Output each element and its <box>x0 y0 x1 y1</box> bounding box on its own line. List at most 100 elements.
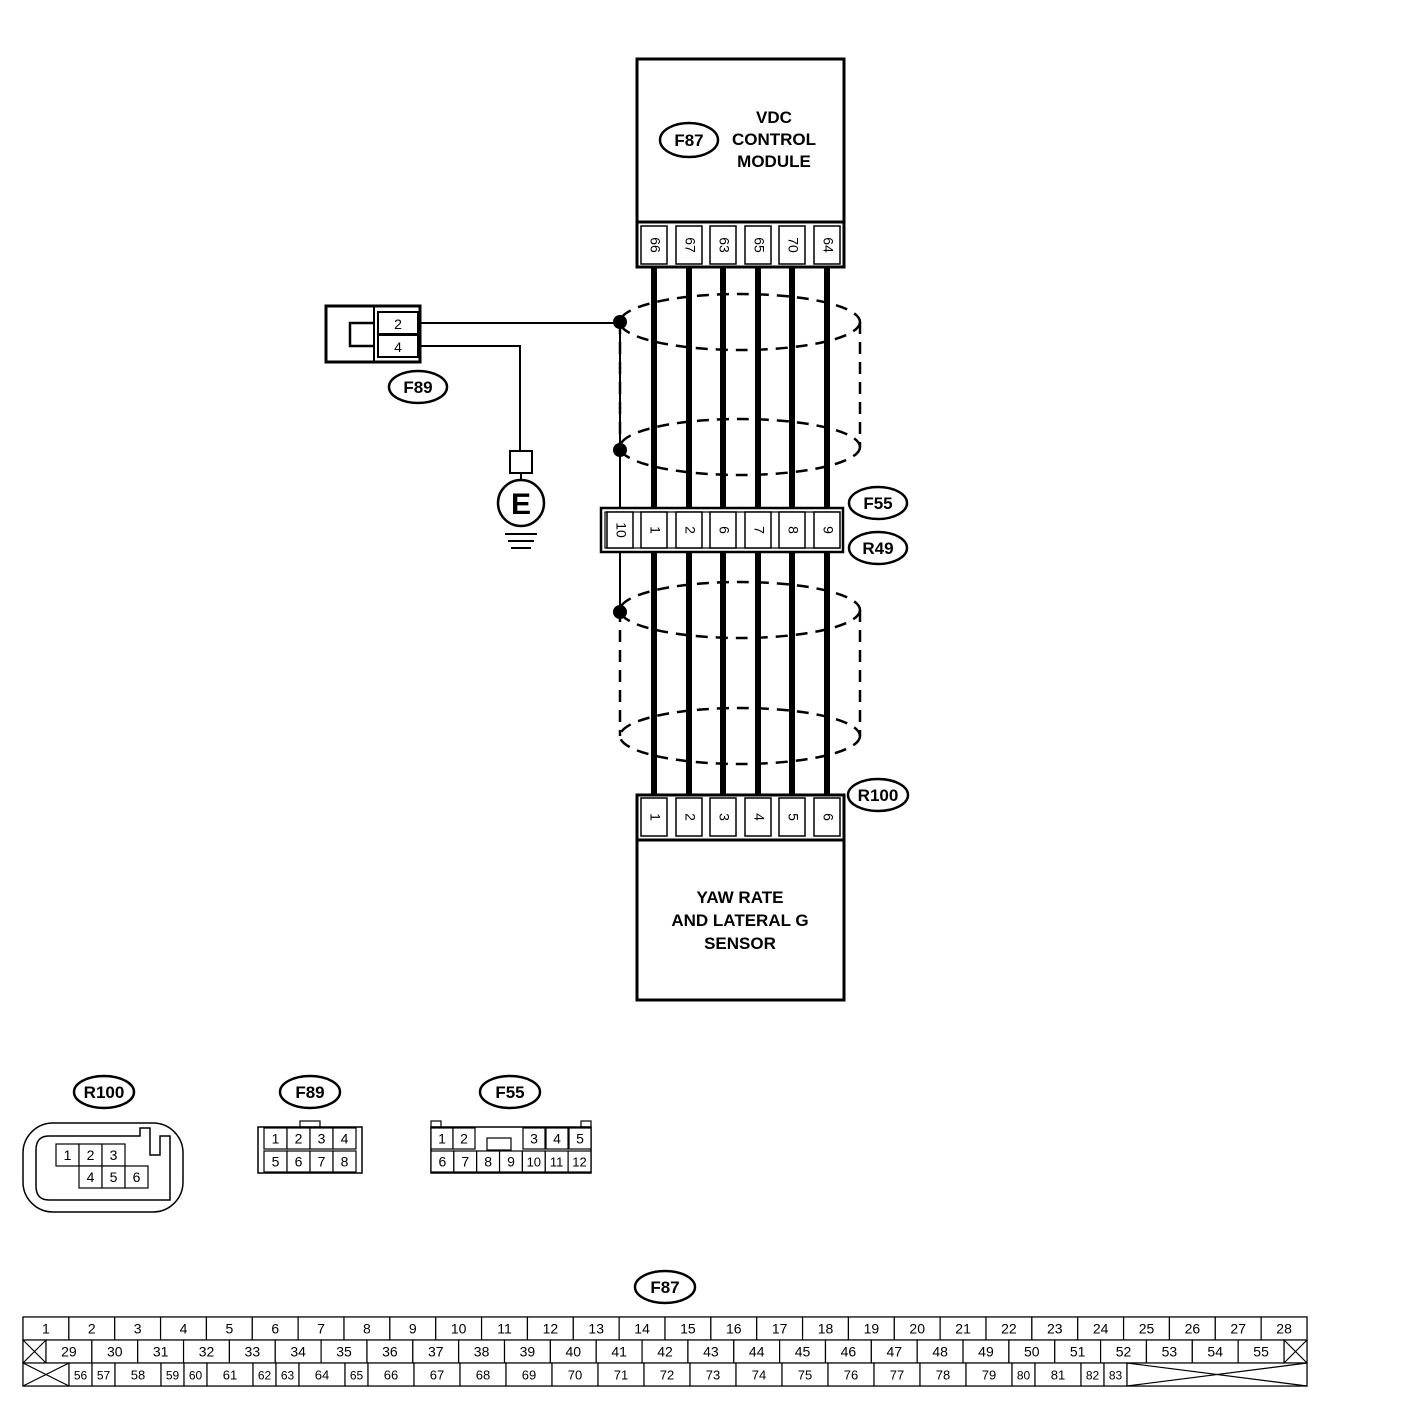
vdc-pin-box <box>675 225 703 265</box>
f87-pin: 82 <box>1086 1369 1100 1383</box>
f87-pin: 75 <box>798 1368 812 1383</box>
f87-blank-cell <box>22 1339 47 1364</box>
f55-pin: 3 <box>530 1131 538 1147</box>
yaw-pin: 1 <box>647 813 663 821</box>
vdc-pin-box <box>744 225 772 265</box>
f87-pin: 79 <box>982 1368 996 1383</box>
joint-connector-lower-id: R49 <box>862 539 893 558</box>
yaw-pin-box <box>744 797 772 837</box>
f87-pin: 21 <box>955 1321 971 1337</box>
yaw-pin-box <box>640 797 668 837</box>
joint-pin-box <box>778 511 806 549</box>
f89-pin: 6 <box>295 1154 303 1170</box>
f87-pin: 4 <box>180 1321 188 1337</box>
f55-pin: 2 <box>460 1131 468 1147</box>
joint-pin-box <box>709 511 737 549</box>
f87-pin: 38 <box>474 1344 490 1360</box>
f87-pin: 37 <box>428 1344 444 1360</box>
f87-pin: 3 <box>134 1321 142 1337</box>
f87-pin: 26 <box>1185 1321 1201 1337</box>
f87-pin: 63 <box>281 1369 295 1383</box>
f87-pin: 40 <box>566 1344 582 1360</box>
vdc-label-line-2: CONTROL <box>732 130 816 149</box>
f87-pin: 41 <box>611 1344 627 1360</box>
joint-pin: 6 <box>716 526 732 534</box>
yaw-pin: 5 <box>785 813 801 821</box>
f87-pin: 45 <box>795 1344 811 1360</box>
wire-bundle-upper <box>651 267 830 508</box>
f87-pin: 76 <box>844 1368 858 1383</box>
vdc-label-line-3: MODULE <box>737 152 811 171</box>
f87-pin: 8 <box>363 1321 371 1337</box>
f89-pin: 2 <box>295 1131 303 1147</box>
check-connector-wires <box>420 322 620 452</box>
yaw-connector-id: R100 <box>858 786 899 805</box>
f87-pin: 74 <box>752 1368 766 1383</box>
f55-pin: 4 <box>553 1131 561 1147</box>
vdc-pin: 66 <box>647 237 663 253</box>
f89-pin: 3 <box>318 1131 326 1147</box>
f87-pin: 11 <box>497 1321 512 1337</box>
f87-pin: 78 <box>936 1368 950 1383</box>
f87-pin: 55 <box>1253 1344 1269 1360</box>
f87-pin: 33 <box>245 1344 261 1360</box>
f87-pin: 73 <box>706 1368 720 1383</box>
f87-pin: 30 <box>107 1344 123 1360</box>
f89-pin-box <box>332 1127 357 1150</box>
yaw-pin-box <box>709 797 737 837</box>
yaw-pin: 3 <box>716 813 732 821</box>
f87-pin: 57 <box>97 1369 111 1383</box>
f87-pin: 65 <box>350 1369 364 1383</box>
yaw-pin: 2 <box>682 813 698 821</box>
joint-pin-box <box>813 511 841 549</box>
f87-pin: 7 <box>317 1321 325 1337</box>
f87-pin: 13 <box>588 1321 604 1337</box>
joint-pin-box <box>744 511 772 549</box>
vdc-pin-box <box>640 225 668 265</box>
f87-pin: 15 <box>680 1321 696 1337</box>
shield-lower <box>618 580 862 766</box>
f87-pin: 70 <box>568 1368 582 1383</box>
f89-pin: 5 <box>272 1154 280 1170</box>
f89-pin: 4 <box>341 1131 349 1147</box>
ground-label: E <box>511 488 531 521</box>
f87-pin: 14 <box>634 1321 650 1337</box>
f89-pin-box <box>332 1150 357 1173</box>
f87-pin: 51 <box>1070 1344 1086 1360</box>
r100-pin: 6 <box>133 1169 141 1185</box>
f87-pin: 29 <box>61 1344 77 1360</box>
vdc-pin: 64 <box>820 237 836 253</box>
f87-pin: 19 <box>864 1321 880 1337</box>
f87-pin: 23 <box>1047 1321 1063 1337</box>
face-view-r100-id: R100 <box>84 1083 125 1102</box>
f87-pin: 52 <box>1116 1344 1132 1360</box>
f87-pin: 71 <box>614 1368 628 1383</box>
joint-pin: 2 <box>682 526 698 534</box>
f87-pin: 80 <box>1017 1369 1031 1383</box>
f87-pin: 72 <box>660 1368 674 1383</box>
f87-pin: 18 <box>818 1321 834 1337</box>
f55-pin-box <box>568 1127 592 1150</box>
r100-pin-box <box>124 1165 149 1189</box>
f55-pin: 6 <box>439 1154 447 1170</box>
yaw-label-line-1: YAW RATE <box>697 888 784 907</box>
f87-pin: 43 <box>703 1344 719 1360</box>
vdc-pin: 70 <box>785 237 801 253</box>
f87-pin: 10 <box>451 1321 467 1337</box>
r100-pin: 3 <box>110 1147 118 1163</box>
joint-pin: 7 <box>751 526 767 534</box>
joint-pin: 10 <box>613 522 629 538</box>
f87-blank-cell <box>1126 1362 1308 1387</box>
face-view-f55-id: F55 <box>495 1083 524 1102</box>
f55-pin: 5 <box>576 1131 584 1147</box>
f87-pin: 48 <box>932 1344 948 1360</box>
f55-pin-box <box>452 1127 476 1150</box>
yaw-label-line-3: SENSOR <box>704 934 776 953</box>
f87-pin: 34 <box>290 1344 306 1360</box>
